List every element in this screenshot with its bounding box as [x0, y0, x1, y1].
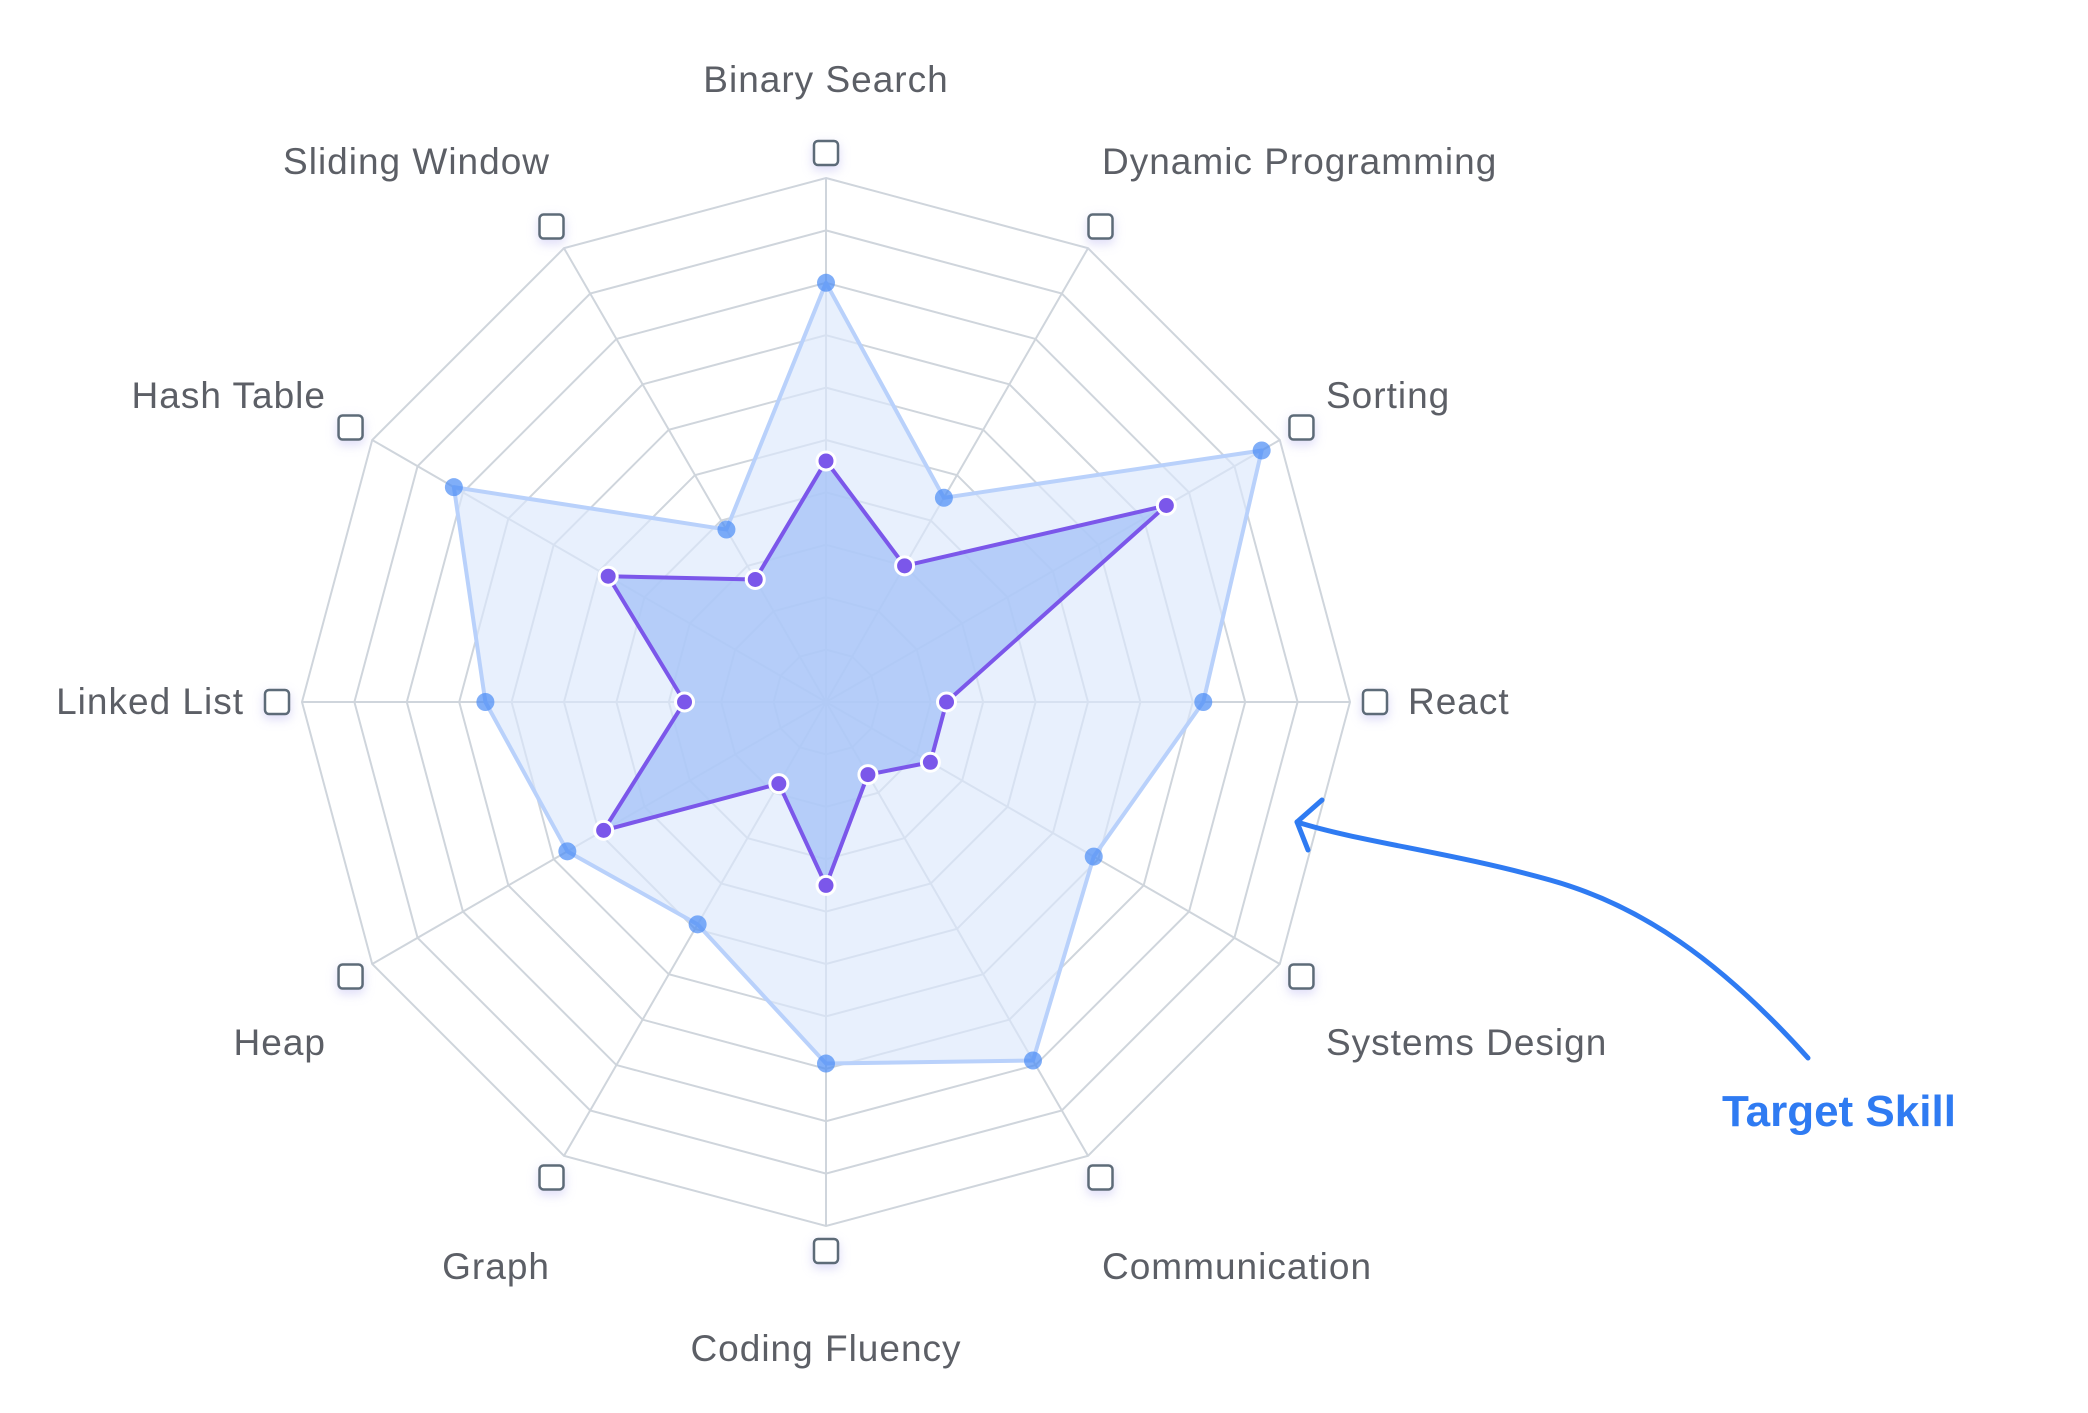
target-point-communication[interactable] [1023, 1051, 1042, 1070]
target-point-sliding-window[interactable] [717, 520, 736, 539]
axis-label-sorting: Sorting [1326, 375, 1450, 416]
axis-handle-coding-fluency[interactable] [812, 1237, 840, 1269]
axis-label-sliding-window: Sliding Window [283, 141, 550, 182]
axis-handle-hash-table[interactable] [336, 414, 365, 446]
current-series [593, 450, 1177, 896]
axis-label-coding-fluency: Coding Fluency [690, 1328, 961, 1369]
axis-handle-graph[interactable] [537, 1164, 566, 1196]
current-point-hash-table[interactable] [597, 565, 619, 587]
current-point-coding-fluency[interactable] [815, 874, 837, 896]
current-point-binary-search[interactable] [815, 450, 837, 472]
current-point-react[interactable] [936, 691, 958, 713]
target-point-binary-search[interactable] [817, 273, 835, 292]
axis-label-graph: Graph [442, 1246, 550, 1287]
axis-handle-linked-list[interactable] [263, 688, 291, 720]
axis-handles [263, 139, 1389, 1269]
current-point-sliding-window[interactable] [744, 568, 766, 590]
axis-label-linked-list: Linked List [56, 681, 244, 722]
axis-handle-communication[interactable] [1086, 1164, 1115, 1196]
radar-series [444, 273, 1271, 1073]
axis-handle-binary-search[interactable] [812, 139, 840, 171]
current-point-graph[interactable] [768, 773, 790, 795]
axis-label-react: React [1408, 681, 1510, 722]
target-point-graph[interactable] [688, 915, 707, 934]
current-point-heap[interactable] [593, 819, 615, 841]
target-point-react[interactable] [1194, 693, 1213, 711]
annotation-arrowhead-icon [1294, 797, 1325, 853]
target-skill-annotation: Target Skill [1294, 797, 1956, 1136]
current-point-communication[interactable] [857, 764, 879, 786]
axis-label-systems-design: Systems Design [1326, 1022, 1607, 1063]
target-point-heap[interactable] [558, 842, 577, 861]
annotation-label: Target Skill [1722, 1087, 1956, 1136]
current-point-dynamic-programming[interactable] [894, 555, 916, 577]
axis-label-hash-table: Hash Table [132, 375, 326, 416]
current-point-systems-design[interactable] [919, 751, 941, 773]
axis-handle-heap[interactable] [336, 963, 365, 995]
target-point-hash-table[interactable] [444, 478, 463, 497]
target-point-dynamic-programming[interactable] [934, 488, 953, 507]
target-point-linked-list[interactable] [476, 693, 495, 711]
axis-handle-react[interactable] [1361, 688, 1389, 720]
annotation-arrow-icon [1294, 819, 1811, 1061]
current-point-linked-list[interactable] [674, 691, 696, 713]
axis-handle-sliding-window[interactable] [537, 213, 566, 245]
axis-handle-dynamic-programming[interactable] [1086, 213, 1115, 245]
axis-label-heap: Heap [234, 1022, 326, 1063]
target-point-sorting[interactable] [1252, 441, 1271, 460]
axis-handle-systems-design[interactable] [1287, 963, 1316, 995]
axis-label-communication: Communication [1102, 1246, 1372, 1287]
axis-label-dynamic-programming: Dynamic Programming [1102, 141, 1497, 182]
target-point-coding-fluency[interactable] [817, 1054, 835, 1073]
target-point-systems-design[interactable] [1084, 847, 1103, 866]
current-point-sorting[interactable] [1155, 495, 1177, 516]
axis-handle-sorting[interactable] [1287, 414, 1316, 446]
axis-label-binary-search: Binary Search [703, 59, 948, 100]
